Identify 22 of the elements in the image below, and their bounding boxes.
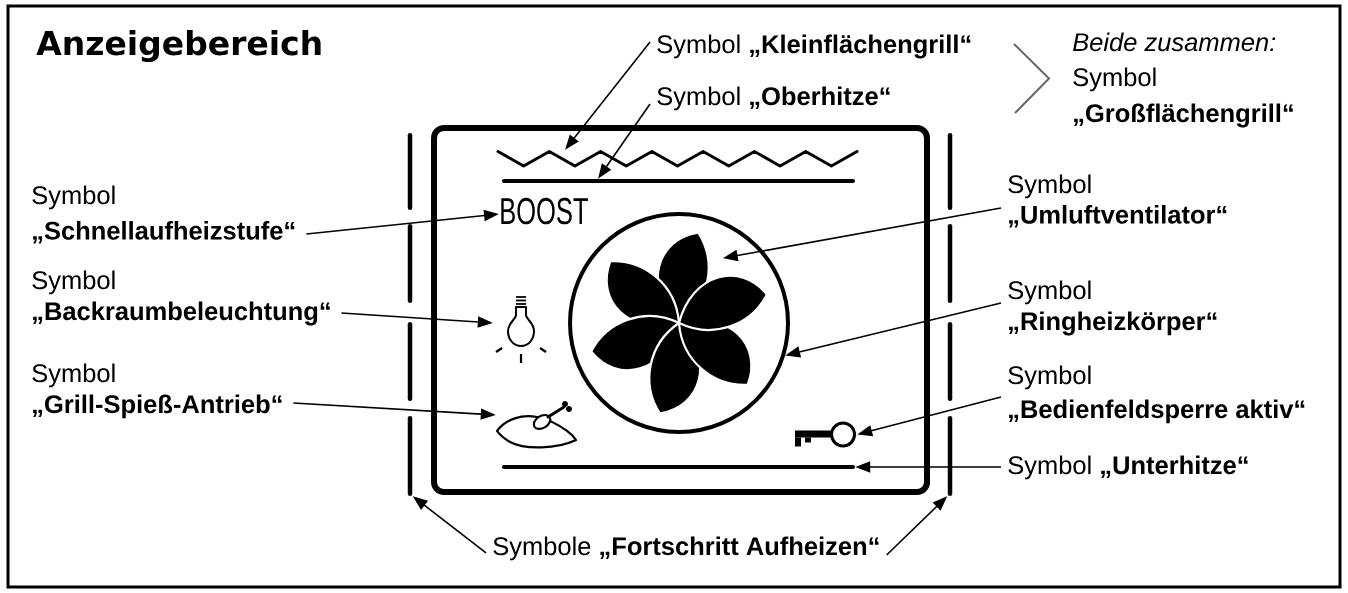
zigzag-line bbox=[496, 150, 859, 168]
key-icon bbox=[795, 421, 856, 448]
callout-label: Symbol „Backraumbeleuchtung“ bbox=[32, 270, 330, 326]
segmented-bar bbox=[407, 133, 413, 496]
drumstick-icon bbox=[495, 401, 578, 449]
callout-label: Symbol „Bedienfeldsperre aktiv“ bbox=[1008, 365, 1305, 424]
light-bulb-icon bbox=[495, 296, 547, 363]
callout-label: Symbol „Oberhitze“ bbox=[657, 86, 890, 111]
display-frame bbox=[431, 125, 930, 495]
callout-label: Symbole „Fortschritt Aufheizen“ bbox=[493, 536, 879, 561]
segmented-bar bbox=[947, 133, 953, 496]
note-text: Beide zusammen: bbox=[1073, 32, 1276, 52]
callout-label: Symbol „Schnellaufheizstufe“ bbox=[32, 185, 295, 244]
callout-label: Symbol „Umluftventilator“ bbox=[1008, 174, 1227, 228]
callout-label: Symbol „Ringheizkörper“ bbox=[1008, 280, 1217, 336]
display-text: BOOST bbox=[501, 197, 588, 225]
callout-label: Symbol „Kleinflächengrill“ bbox=[657, 34, 971, 59]
callout-label: Symbol „Unterhitze“ bbox=[1008, 455, 1248, 480]
title: Anzeigebereich bbox=[36, 29, 321, 63]
note-text: Symbol „Großflächengrill“ bbox=[1073, 67, 1293, 128]
fan-icon bbox=[590, 231, 768, 415]
callout-label: Symbol „Grill-Spieß-Antrieb“ bbox=[32, 363, 282, 419]
